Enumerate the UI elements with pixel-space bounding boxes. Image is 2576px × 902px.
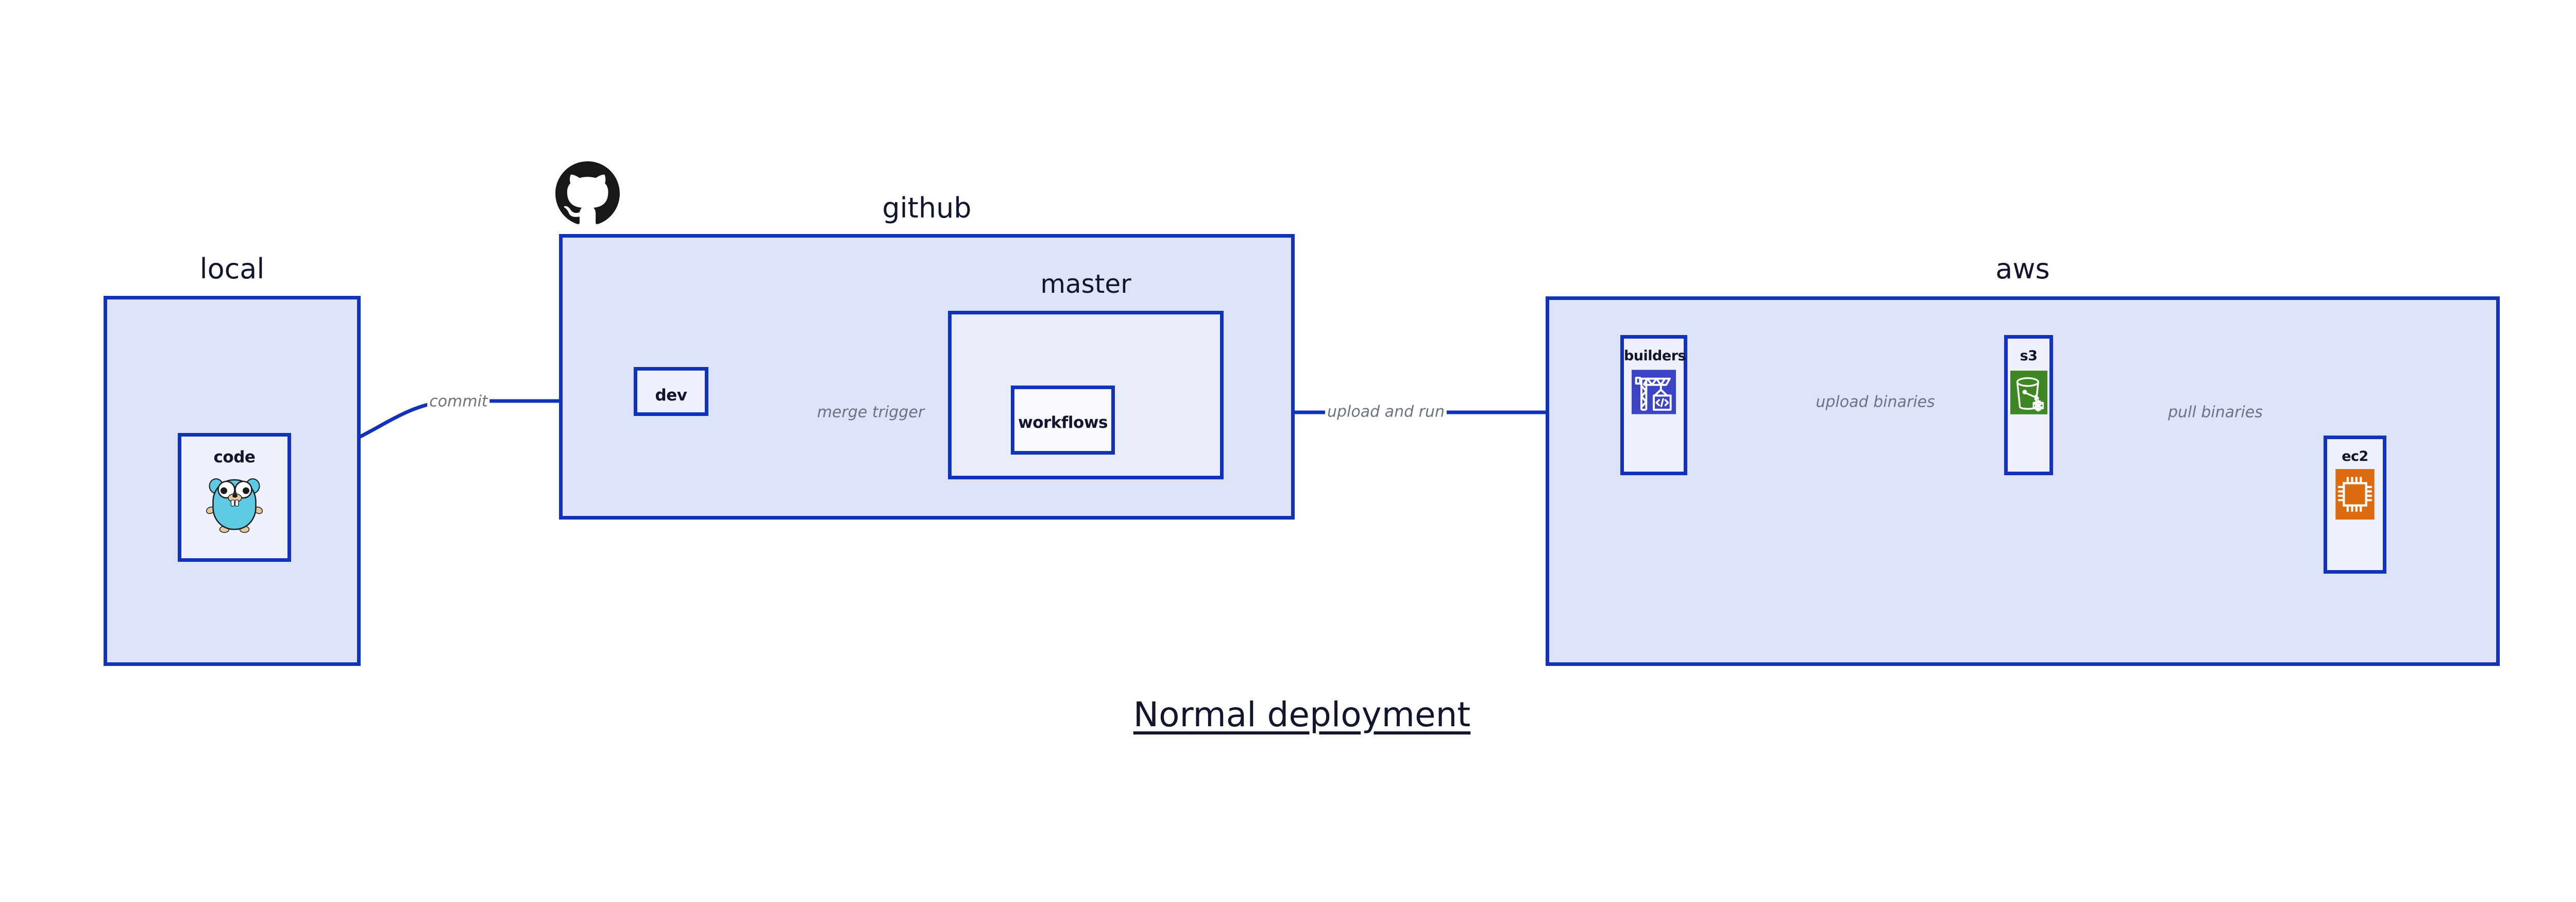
node-ec2-label: ec2	[2342, 448, 2368, 464]
node-builders[interactable]: builders	[1620, 335, 1687, 475]
node-dev[interactable]: dev	[634, 367, 708, 416]
group-label-local: local	[199, 253, 265, 285]
edge-label-upload-binaries: upload binaries	[1814, 393, 1937, 411]
aws-s3-bucket-icon	[2010, 371, 2047, 416]
node-workflows-label: workflows	[1018, 413, 1108, 432]
node-s3-label: s3	[2020, 348, 2038, 364]
go-gopher-icon	[205, 473, 264, 536]
diagram-title: Normal deployment	[1133, 695, 1471, 734]
node-code-label: code	[213, 448, 256, 466]
github-octocat-icon	[555, 161, 620, 226]
edge-label-merge-trigger: merge trigger	[815, 403, 927, 422]
node-workflows[interactable]: workflows	[1011, 386, 1115, 455]
aws-ec2-chip-icon	[2335, 469, 2375, 522]
node-ec2[interactable]: ec2	[2324, 436, 2386, 574]
group-label-master: master	[1040, 269, 1131, 299]
edge-label-pull-binaries: pull binaries	[2166, 403, 2265, 422]
node-dev-label: dev	[655, 386, 687, 405]
node-s3[interactable]: s3	[2004, 335, 2053, 475]
edge-label-commit: commit	[427, 392, 490, 411]
group-label-github: github	[882, 192, 972, 224]
node-builders-label: builders	[1624, 348, 1686, 364]
node-code[interactable]: code	[178, 433, 291, 562]
aws-codebuild-crane-icon	[1632, 370, 1676, 416]
group-label-aws: aws	[1995, 253, 2050, 285]
edge-label-upload-and-run: upload and run	[1325, 403, 1447, 421]
